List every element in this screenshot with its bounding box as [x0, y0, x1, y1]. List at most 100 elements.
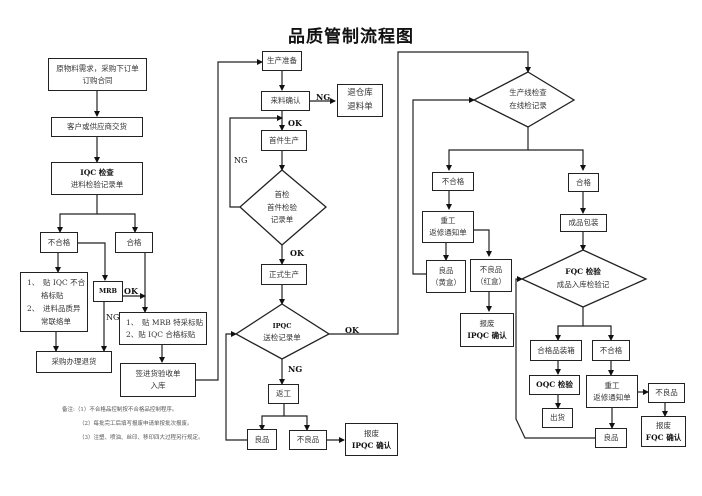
connector [473, 229, 492, 257]
fqc-scrap-box: 报废 FQC 确认 [641, 416, 686, 447]
connector [515, 276, 595, 439]
line-rework-box: 重工 返修通知单 [422, 211, 474, 243]
connector [284, 415, 310, 431]
box-text: 重工 [604, 380, 620, 390]
box-text: 报废 [479, 319, 495, 328]
note-line: （3）注塑、喷油、丝印、移印四大过程另行规定。 [79, 434, 204, 441]
connector [97, 213, 138, 233]
connector [583, 325, 614, 341]
raw-material-order-box: 原物料需求，采购下订单 订购合同 [48, 58, 147, 91]
fqc-diamond [520, 249, 648, 308]
box-text: 来料确认 [270, 96, 301, 105]
box-text: 良品 [603, 433, 619, 442]
notes: 备注:（1）不合格品控制按不合格品控制程序。 （2）每批完工后填写报废申请单按批… [62, 404, 204, 445]
box-text: 签进货验收单 [135, 369, 181, 378]
box-text: 原物料需求，采购下订单 [56, 63, 139, 73]
box-text: 返修通知单 [429, 228, 467, 237]
iqc-fail-box: 不合格 [40, 232, 78, 253]
first-article-box: 首件生产 [261, 130, 307, 151]
ipqc-scrap-box: 报废 IPQC 确认 [345, 423, 398, 456]
connector [77, 242, 108, 281]
connector [259, 404, 285, 431]
rework-box: 返工 [268, 384, 299, 404]
connector [528, 149, 586, 171]
box-text: MRB [98, 287, 118, 296]
line-good-box: 良品 （黄盒） [426, 260, 466, 293]
box-text: 客户或供应商交货 [67, 122, 127, 131]
diamond-text: 记录单 [270, 215, 294, 225]
fqc-pass-packing-box: 合格品装箱 [530, 340, 582, 361]
iqc-box: IQC 检查 进料检验记录单 [51, 162, 143, 195]
ipqc-text: IPQC 送检记录单 [252, 318, 312, 348]
box-text: 不良品 [296, 435, 320, 444]
page-title: 品质管制流程图 [288, 27, 414, 47]
box-text: 入库 [150, 381, 166, 390]
ng-label: NG [106, 313, 120, 322]
ng-label: NG [234, 156, 248, 165]
fqc-fail-box: 不合格 [592, 340, 630, 361]
box-text: 退料单 [347, 101, 373, 112]
first-inspection-text: 首检 首件检验 记录单 [252, 186, 312, 230]
connector [412, 97, 475, 275]
box-text: 退仓库 [347, 87, 373, 98]
box-text: 订购合同 [82, 75, 113, 85]
ipqc-bad-box: 不良品 [289, 430, 327, 450]
line-fail-box: 不合格 [432, 172, 474, 191]
note-line: （2）每批完工后填写报废申请单按批次报废。 [79, 420, 193, 427]
box-text: 2、 进料品质异 [27, 304, 81, 313]
box-text: 合格 [576, 177, 591, 187]
line-inspection-text: 生产线检查 在线检记录 [494, 86, 562, 114]
box-text: 成品包装 [568, 218, 599, 227]
purchase-return-box: 采购办理退货 [36, 351, 112, 373]
diamond-text: FQC 检验 [565, 267, 601, 277]
receiving-box: 签进货验收单 入库 [120, 363, 196, 397]
oqc-box: OQC 检验 [529, 375, 580, 395]
box-text: 1、 贴 MRB 特采标贴 [126, 317, 204, 327]
box-text: 返工 [276, 389, 291, 398]
fqc-rework-box: 重工 返修通知单 [586, 375, 638, 408]
box-text: 不合格 [47, 237, 71, 247]
diamond-text: 首检 [274, 189, 290, 199]
connector [446, 127, 529, 171]
shipment-box: 出货 [542, 408, 573, 428]
box-text: 首件生产 [269, 135, 299, 145]
ok-label: OK [288, 118, 302, 128]
box-text: IQC 检查 [80, 167, 114, 177]
iqc-fail-actions-box: 1、 贴 IQC 不合 格标贴 2、 进料品质异 常联络单 [20, 272, 88, 332]
connector [196, 59, 263, 381]
note-line: 备注:（1）不合格品控制按不合格品控制程序。 [62, 407, 178, 413]
box-text: IPQC 确认 [351, 440, 392, 450]
ng-label: NG [316, 92, 331, 102]
line-bad-box: 不良品 （红盒） [470, 259, 512, 292]
box-text: 格标贴 [41, 290, 64, 300]
connector [555, 307, 584, 341]
box-text: 1、 贴 IQC 不合 [27, 277, 86, 287]
ng-label: NG [288, 364, 303, 374]
connector [229, 115, 283, 208]
box-text: 出货 [550, 413, 565, 422]
fqc-text: FQC 检验 成品入库检验记 [540, 265, 626, 293]
ok-label: OK [345, 325, 359, 335]
box-text: 2、贴 IQC 合格标贴 [126, 329, 196, 339]
connector [329, 51, 531, 335]
box-text: 合格品装箱 [537, 345, 575, 355]
box-text: 良品 [254, 434, 270, 444]
box-text: 报废 [656, 420, 671, 430]
first-inspection-diamond [239, 169, 328, 246]
iqc-pass-box: 合格 [115, 232, 153, 253]
box-text: 良品 [438, 265, 454, 275]
box-text: IPQC 确认 [467, 331, 507, 340]
ipqc-good-box: 良品 [247, 429, 277, 450]
connector [57, 195, 98, 233]
box-text: OQC 检验 [536, 380, 573, 389]
fqc-bad-box: 不良品 [648, 383, 685, 403]
diamond-text: IPQC [272, 322, 292, 331]
box-text: 不良品 [479, 264, 503, 274]
return-warehouse-box: 退仓库 退料单 [337, 84, 383, 117]
line-scrap-box: 报废 IPQC 确认 [460, 313, 514, 347]
mrb-actions-box: 1、 贴 MRB 特采标贴 2、贴 IQC 合格标贴 [119, 312, 207, 345]
connector [225, 331, 248, 441]
packing-box: 成品包装 [560, 214, 607, 232]
box-text: FQC 确认 [645, 432, 682, 442]
mrb-box: MRB [93, 281, 123, 302]
